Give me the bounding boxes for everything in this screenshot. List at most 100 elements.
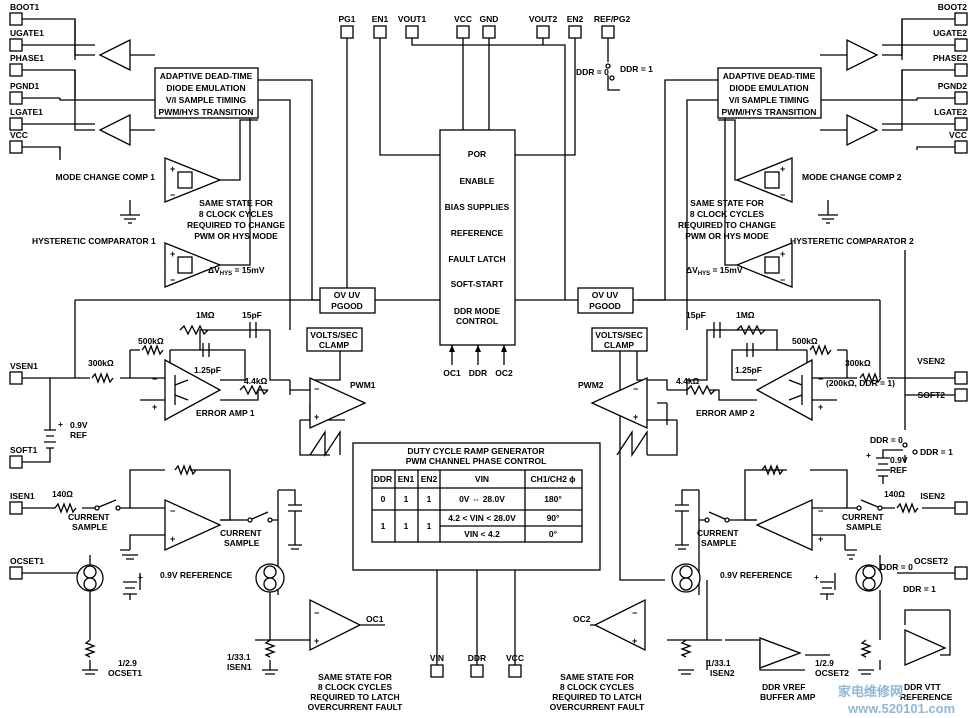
svg-text:4.2 < VIN < 28.0V: 4.2 < VIN < 28.0V bbox=[448, 513, 516, 523]
pin-label: REF/PG2 bbox=[594, 14, 631, 24]
svg-text:1MΩ: 1MΩ bbox=[196, 310, 215, 320]
svg-text:FAULT LATCH: FAULT LATCH bbox=[448, 254, 505, 264]
lower-gate-driver-1 bbox=[98, 113, 131, 147]
svg-text:−: − bbox=[780, 275, 785, 285]
pin-label: DDR bbox=[468, 653, 486, 663]
pin-label: UGATE1 bbox=[10, 28, 44, 38]
pin-ugate1 bbox=[9, 38, 23, 52]
svg-text:OC1: OC1 bbox=[443, 368, 461, 378]
driver-block-right: ADAPTIVE DEAD-TIME DIODE EMULATION V/I S… bbox=[717, 67, 822, 119]
svg-text:家电维修网: 家电维修网 bbox=[838, 684, 903, 699]
svg-text:+: + bbox=[818, 402, 823, 412]
svg-text:CONTROL: CONTROL bbox=[456, 316, 498, 326]
svg-text:OV UV: OV UV bbox=[334, 290, 361, 300]
svg-text:SAMPLE: SAMPLE bbox=[224, 538, 260, 548]
svg-text:4.4kΩ: 4.4kΩ bbox=[676, 376, 700, 386]
pin-label: PHASE2 bbox=[933, 53, 967, 63]
svg-text:PGOOD: PGOOD bbox=[331, 301, 363, 311]
pin-label: BOOT2 bbox=[938, 2, 968, 12]
svg-text:PWM2: PWM2 bbox=[578, 380, 604, 390]
svg-text:−: − bbox=[314, 608, 319, 618]
svg-text:+: + bbox=[632, 636, 637, 646]
mode-change-comp-1: + − MODE CHANGE COMP 1 bbox=[56, 157, 222, 224]
svg-text:CURRENT: CURRENT bbox=[697, 528, 739, 538]
pin-label: VSEN1 bbox=[10, 361, 38, 371]
svg-text:CLAMP: CLAMP bbox=[604, 340, 635, 350]
svg-text:+: + bbox=[814, 572, 819, 582]
pwm1-comparator: − + PWM1 bbox=[309, 376, 376, 458]
pin-label: LGATE2 bbox=[934, 107, 967, 117]
svg-text:ΔVHYS = 15mV: ΔVHYS = 15mV bbox=[208, 265, 265, 277]
svg-text:REQUIRED TO LATCH: REQUIRED TO LATCH bbox=[310, 692, 399, 702]
svg-text:0.9V: 0.9V bbox=[70, 420, 88, 430]
svg-text:+: + bbox=[152, 402, 157, 412]
driver-block-left: ADAPTIVE DEAD-TIME DIODE EMULATION V/I S… bbox=[154, 67, 259, 119]
svg-text:ADAPTIVE DEAD-TIME: ADAPTIVE DEAD-TIME bbox=[160, 71, 253, 81]
svg-text:OC2: OC2 bbox=[573, 614, 591, 624]
svg-text:1: 1 bbox=[427, 494, 432, 504]
control-inputs: OC1 DDR OC2 bbox=[443, 345, 513, 378]
svg-text:0.9V: 0.9V bbox=[890, 455, 908, 465]
ddr-vref-buffer-amp: DDR VREF BUFFER AMP bbox=[759, 637, 816, 702]
svg-text:VIN: VIN bbox=[475, 474, 489, 484]
svg-text:ERROR AMP 1: ERROR AMP 1 bbox=[196, 408, 255, 418]
ramp-generator-block: DUTY CYCLE RAMP GENERATOR PWM CHANNEL PH… bbox=[352, 442, 601, 571]
pin-label: SOFT2 bbox=[918, 390, 946, 400]
pin-label: OCSET2 bbox=[914, 556, 948, 566]
pin-soft1 bbox=[9, 455, 23, 469]
svg-text:500kΩ: 500kΩ bbox=[792, 336, 818, 346]
svg-text:140Ω: 140Ω bbox=[884, 489, 905, 499]
svg-text:SAME STATE FOR: SAME STATE FOR bbox=[560, 672, 634, 682]
pin-label: EN1 bbox=[372, 14, 389, 24]
pin-label: EN2 bbox=[567, 14, 584, 24]
pin-label: VCC bbox=[949, 130, 967, 140]
pin-label: VCC bbox=[506, 653, 524, 663]
svg-text:15pF: 15pF bbox=[686, 310, 706, 320]
svg-text:DDR VTT: DDR VTT bbox=[904, 682, 942, 692]
svg-text:−: − bbox=[818, 506, 823, 516]
svg-text:0V ⇔ 28.0V: 0V ⇔ 28.0V bbox=[459, 494, 505, 504]
svg-text:PWM/HYS TRANSITION: PWM/HYS TRANSITION bbox=[159, 107, 254, 117]
pin-label: LGATE1 bbox=[10, 107, 43, 117]
control-block: POR ENABLE BIAS SUPPLIES REFERENCE FAULT… bbox=[439, 129, 516, 346]
pin-phase2 bbox=[954, 63, 968, 77]
svg-text:+: + bbox=[314, 636, 319, 646]
pin-ocset1 bbox=[9, 566, 23, 580]
svg-text:8 CLOCK CYCLES: 8 CLOCK CYCLES bbox=[690, 209, 764, 219]
pin-label: UGATE2 bbox=[933, 28, 967, 38]
mode-change-comp-2: + − MODE CHANGE COMP 2 bbox=[735, 157, 902, 224]
svg-text:PWM OR HYS MODE: PWM OR HYS MODE bbox=[685, 231, 769, 241]
pin-isen2 bbox=[954, 501, 968, 515]
svg-text:1: 1 bbox=[404, 521, 409, 531]
svg-text:REQUIRED TO LATCH: REQUIRED TO LATCH bbox=[552, 692, 641, 702]
svg-text:EN1: EN1 bbox=[398, 474, 415, 484]
svg-text:0.9V REFERENCE: 0.9V REFERENCE bbox=[720, 570, 793, 580]
svg-text:REQUIRED TO CHANGE: REQUIRED TO CHANGE bbox=[678, 220, 776, 230]
svg-text:−: − bbox=[633, 384, 638, 394]
pin-vin bbox=[430, 664, 444, 678]
pin-pg1 bbox=[340, 25, 354, 39]
svg-text:ERROR AMP 2: ERROR AMP 2 bbox=[696, 408, 755, 418]
gate-drivers bbox=[98, 38, 879, 147]
pin-vout1 bbox=[405, 25, 419, 39]
hysteretic-comparator-1: + − HYSTERETIC COMPARATOR 1 ΔVHYS = 15mV bbox=[32, 236, 265, 288]
lower-gate-driver-2 bbox=[846, 113, 879, 147]
current-sense-right: 140Ω CURRENT SAMPLE − + CURRENT SAMPLE +… bbox=[550, 464, 936, 712]
svg-text:+: + bbox=[314, 412, 319, 422]
svg-text:1/2.9: 1/2.9 bbox=[118, 658, 137, 668]
pin-label: OCSET1 bbox=[10, 556, 44, 566]
pin-ddr bbox=[470, 664, 484, 678]
svg-text:CURRENT: CURRENT bbox=[68, 512, 110, 522]
pin-pgnd2 bbox=[954, 91, 968, 105]
svg-text:SAMPLE: SAMPLE bbox=[72, 522, 108, 532]
svg-text:V/I SAMPLE TIMING: V/I SAMPLE TIMING bbox=[166, 95, 247, 105]
svg-text:1/2.9: 1/2.9 bbox=[815, 658, 834, 668]
svg-text:−: − bbox=[170, 275, 175, 285]
svg-text:(200kΩ, DDR = 1): (200kΩ, DDR = 1) bbox=[826, 378, 895, 388]
pin-label: VCC bbox=[10, 130, 28, 140]
ov-uv-pgood-2: OV UV PGOOD bbox=[577, 287, 634, 314]
upper-gate-driver-1 bbox=[98, 38, 131, 72]
pin-label: VCC bbox=[454, 14, 472, 24]
svg-text:−: − bbox=[818, 374, 823, 384]
pwm2-comparator: − + PWM2 bbox=[578, 376, 648, 458]
